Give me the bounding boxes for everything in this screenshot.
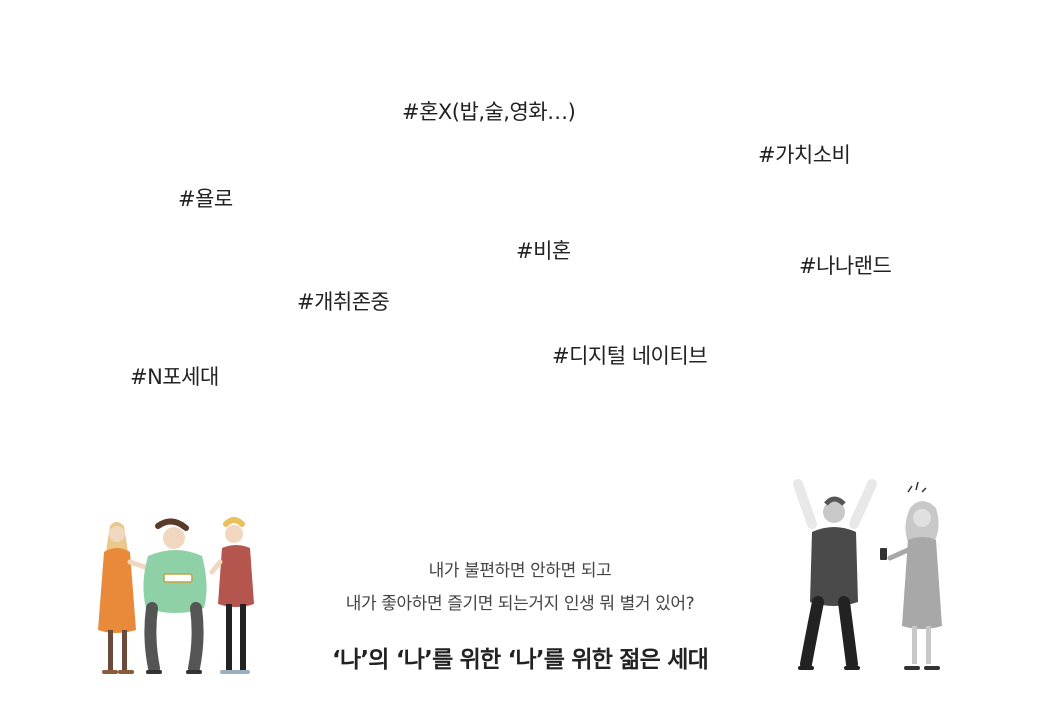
man-cheering-woman-with-phone-illustration — [793, 479, 942, 670]
hashtag-single: #비혼 — [516, 239, 571, 263]
caption-headline: ‘나’의 ‘나’를 위한 ‘나’를 위한 젊은 세대 — [332, 647, 709, 673]
hashtag-honx: #혼X(밥,술,영화…) — [402, 100, 576, 124]
man-cheering-figure — [793, 479, 877, 670]
woman-figure — [98, 522, 151, 674]
hashtag-digital-native: #디지털 네이티브 — [552, 344, 708, 368]
hashtag-value-consumption: #가치소비 — [758, 143, 851, 167]
caption-line-2: 내가 좋아하면 즐기면 되는거지 인생 뭐 별거 있어? — [345, 594, 695, 614]
hashtag-respect-taste: #개취존중 — [297, 290, 390, 314]
caption-line-1: 내가 불편하면 안하면 되고 — [428, 561, 612, 581]
man-red-figure — [209, 517, 254, 674]
three-people-chatting-illustration — [98, 517, 254, 674]
hashtag-yolo: #욜로 — [178, 187, 233, 211]
hashtag-nanaland: #나나랜드 — [799, 254, 892, 278]
hashtag-n-po-generation: #N포세대 — [130, 365, 219, 389]
man-green-figure — [143, 518, 207, 674]
woman-phone-figure — [880, 481, 942, 670]
